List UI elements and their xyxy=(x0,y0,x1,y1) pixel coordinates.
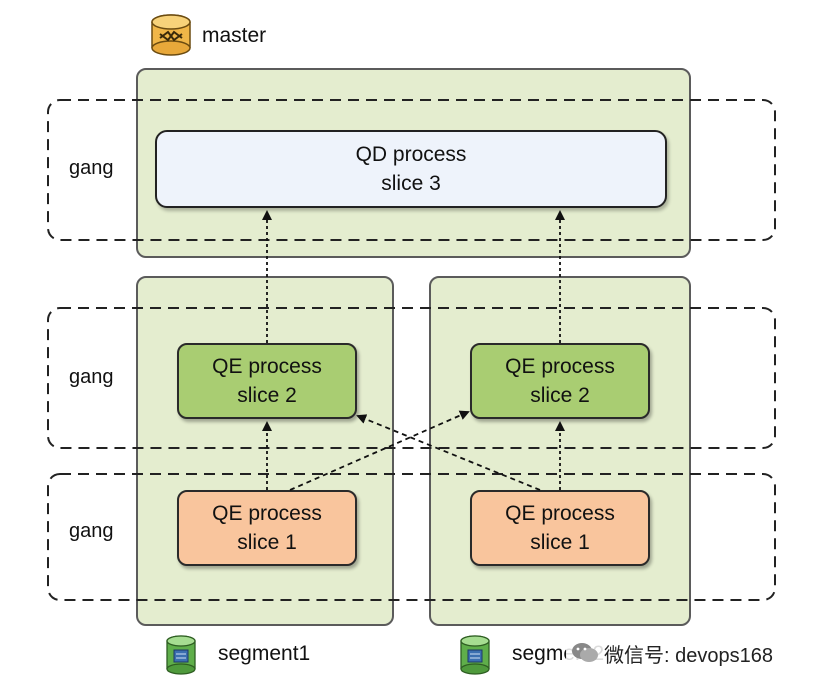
qe-slice1-node-seg2: QE process slice 1 xyxy=(470,490,650,566)
qe-slice2-node-seg2: QE process slice 2 xyxy=(470,343,650,419)
database-icon xyxy=(166,635,196,675)
qe-process-slice: slice 1 xyxy=(530,531,590,554)
qe-process-slice: slice 2 xyxy=(237,384,297,407)
qe-process-title: QE process xyxy=(505,502,615,525)
qe-slice1-node-seg1: QE process slice 1 xyxy=(177,490,357,566)
segment1-label: segment1 xyxy=(218,642,311,665)
watermark: 微信号: devops168 xyxy=(566,636,777,670)
qe-process-title: QE process xyxy=(505,355,615,378)
qe-process-title: QE process xyxy=(212,355,322,378)
gang-label-bottom: gang xyxy=(69,520,114,542)
qe-process-slice: slice 1 xyxy=(237,531,297,554)
segment1-container xyxy=(136,276,394,626)
database-icon xyxy=(460,635,490,675)
qe-slice2-node-seg1: QE process slice 2 xyxy=(177,343,357,419)
qd-process-node: QD process slice 3 xyxy=(155,130,667,208)
qe-process-title: QE process xyxy=(212,502,322,525)
qd-process-title: QD process xyxy=(355,143,467,166)
database-icon xyxy=(151,14,191,56)
gang-label-middle: gang xyxy=(69,366,114,388)
qe-process-slice: slice 2 xyxy=(530,384,590,407)
qd-process-slice: slice 3 xyxy=(381,172,441,195)
gang-label-top: gang xyxy=(69,157,114,179)
segment2-container xyxy=(429,276,691,626)
wechat-icon xyxy=(572,643,598,662)
master-label: master xyxy=(202,24,267,47)
watermark-text: 微信号: devops168 xyxy=(604,644,773,667)
